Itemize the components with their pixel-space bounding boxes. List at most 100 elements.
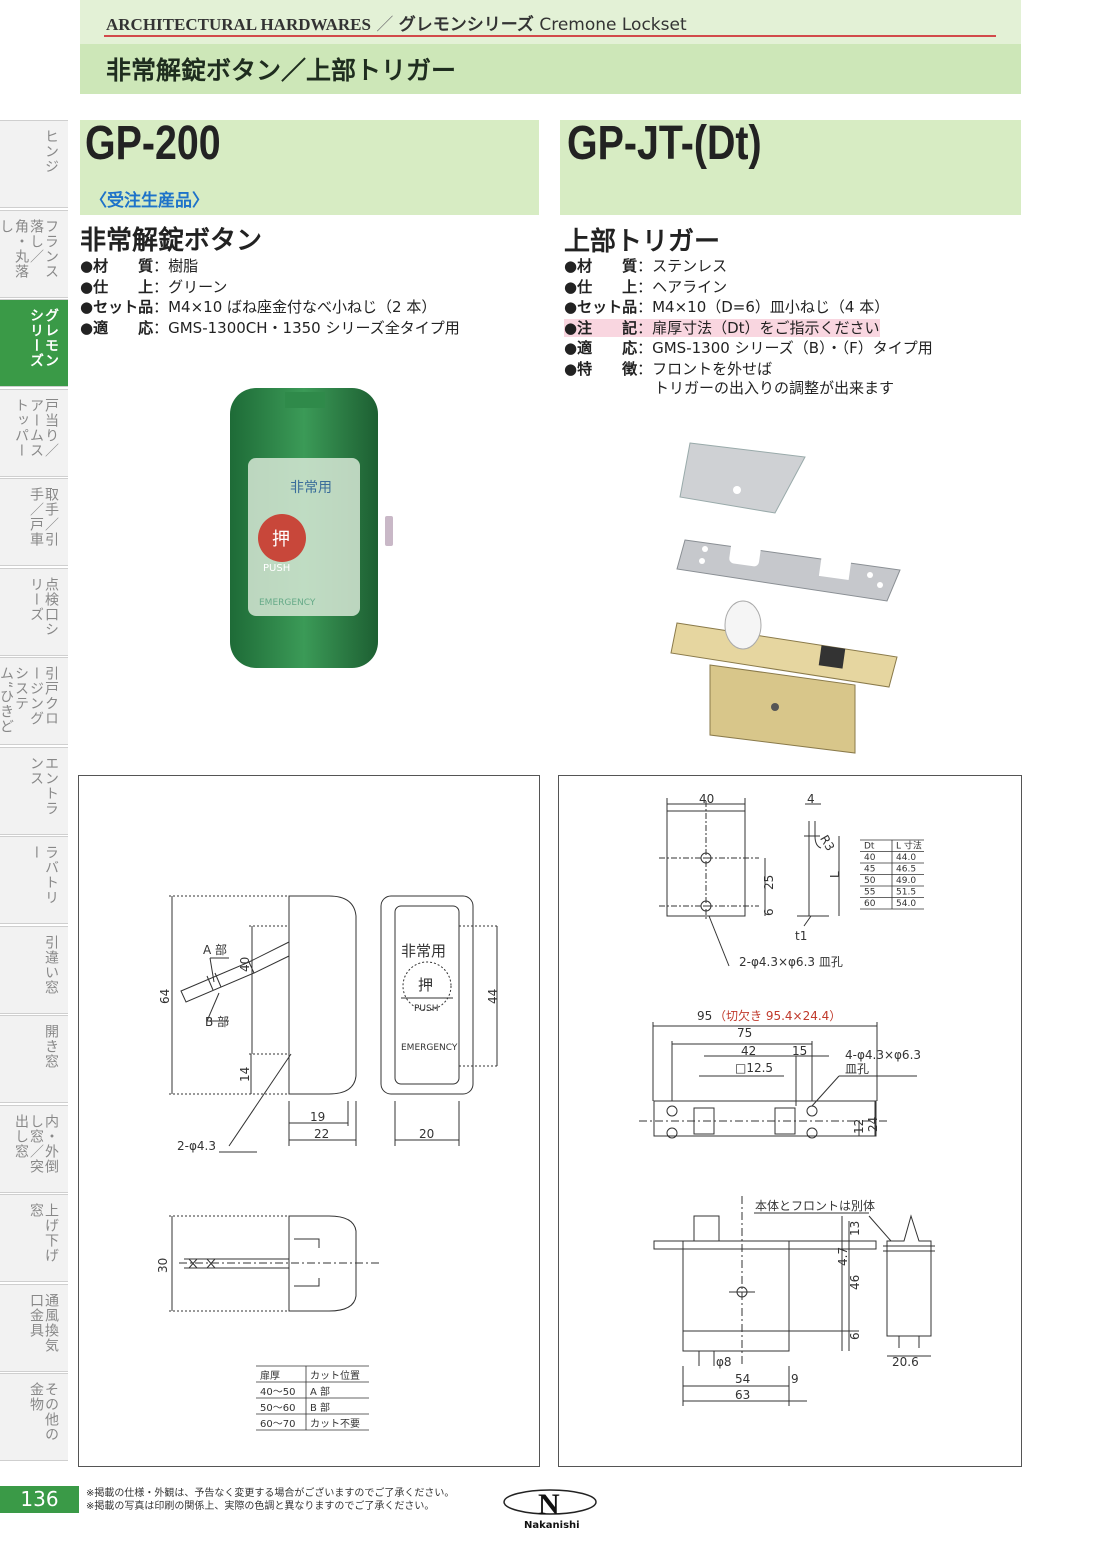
side-tab-1[interactable]: フランス落し／角・丸落し <box>0 209 68 298</box>
case-drawing <box>682 1240 790 1352</box>
side-tab-4[interactable]: 取手／引手／戸車 <box>0 478 68 566</box>
spec-row: ●材 質：ステンレス <box>564 256 933 277</box>
dim-sq: □12.5 <box>735 1061 773 1075</box>
dim-75: 75 <box>737 1026 752 1040</box>
dim-40-r: 40 <box>699 792 714 806</box>
dim-15: 15 <box>792 1044 807 1058</box>
dim-4-7: 4.7 <box>836 1247 850 1266</box>
trigger-drawing <box>886 1214 932 1337</box>
side-tab-label: 内・外倒し窓／突出し窓 <box>13 1113 59 1174</box>
side-tab-5[interactable]: 点検口シリーズ <box>0 567 68 656</box>
dim-holes2b: 皿孔 <box>845 1062 869 1076</box>
dim-25: 25 <box>762 875 776 890</box>
note-separate: 本体とフロントは別体 <box>755 1199 875 1213</box>
side-tab-6[interactable]: 引戸クロージングシステム“ひきどーる” <box>0 657 68 745</box>
spec-value: ステンレス <box>652 257 728 275</box>
page-title: 非常解錠ボタン／上部トリガー <box>106 56 457 85</box>
side-tab-label: 戸当り／アームストッパー <box>13 397 59 458</box>
table-cell: 40 <box>864 853 876 863</box>
photo-btn-push: PUSH <box>263 563 290 574</box>
table-cell: カット位置 <box>310 1369 360 1382</box>
spec-key: ●材 質 <box>80 257 154 275</box>
front-plate-icon <box>676 539 901 602</box>
dim-30: 30 <box>156 1258 170 1273</box>
table-cell: 扉厚 <box>260 1369 280 1382</box>
side-tab-12[interactable]: 上げ下げ窓 <box>0 1194 68 1282</box>
side-tab-2[interactable]: グレモンシリーズ <box>0 299 68 387</box>
top-notch <box>285 392 325 408</box>
dim-46: 46 <box>848 1275 862 1290</box>
side-tab-13[interactable]: 通風換気口金具 <box>0 1283 68 1372</box>
table-cell: 60～70 <box>260 1419 295 1430</box>
side-tab-8[interactable]: ラバトリー <box>0 836 68 924</box>
right-specs: ●材 質：ステンレス●仕 上：ヘアライン●セット品：M4×10（D=6）皿小ねじ… <box>564 256 933 379</box>
spec-key: ●仕 上 <box>564 277 638 296</box>
label-a-part: A 部 <box>203 942 227 957</box>
header-rule <box>104 35 996 37</box>
gpjt-photo <box>670 442 901 754</box>
table-cell: 49.0 <box>896 876 916 886</box>
dim-20: 20 <box>419 1127 434 1141</box>
breadcrumb-series-en: ARCHITECTURAL HARDWARES <box>106 15 371 34</box>
table-cell: 54.0 <box>896 899 916 909</box>
table-cell: 45 <box>864 865 875 875</box>
side-tab-label: 開き窓 <box>43 1024 59 1069</box>
spec-key: ●仕 上 <box>80 277 154 296</box>
table-cell: Dt <box>864 842 875 852</box>
label-b-part: B 部 <box>205 1014 229 1029</box>
dim-6: 6 <box>762 908 776 916</box>
spec-row: ●材 質：樹脂 <box>80 256 460 277</box>
dim-phi8: φ8 <box>716 1355 732 1369</box>
dim-4-r: 4 <box>807 792 815 806</box>
side-tab-3[interactable]: 戸当り／アームストッパー <box>0 388 68 477</box>
case-icon <box>709 664 856 754</box>
side-tab-9[interactable]: 引違い窓 <box>0 925 68 1014</box>
table-cell: カット不要 <box>310 1418 360 1430</box>
dim-24: 24 <box>866 1117 880 1132</box>
title-band <box>80 44 1021 94</box>
front-label-osu: 押 <box>418 976 433 994</box>
photo-btn-char: 押 <box>272 529 290 550</box>
spec-key: ●適 応 <box>80 318 154 337</box>
side-tab-0[interactable]: ヒンジ <box>0 120 68 208</box>
front-plate-mount-icon <box>670 622 898 688</box>
side-tab-11[interactable]: 内・外倒し窓／突出し窓 <box>0 1104 68 1193</box>
side-tab-7[interactable]: エントランス <box>0 746 68 835</box>
spec-value: グリーン <box>168 277 228 296</box>
side-tab-label: ラバトリー <box>28 845 59 905</box>
spec-row: ●特 徴：フロントを外せば <box>564 359 933 380</box>
page-number: 136 <box>0 1486 79 1513</box>
dim-13: 13 <box>848 1221 862 1236</box>
right-model-name: GP-JT-(Dt) <box>567 117 762 170</box>
side-tab-label: 通風換気口金具 <box>28 1292 59 1353</box>
dim-9: 9 <box>791 1372 799 1386</box>
nakanishi-logo: N Nakanishi <box>503 1488 597 1531</box>
table-cell: L 寸法 <box>896 840 922 852</box>
side-tab-label: エントランス <box>28 755 59 816</box>
trigger-icon <box>724 600 762 650</box>
side-tab-10[interactable]: 開き窓 <box>0 1015 68 1103</box>
table-cell: B 部 <box>310 1401 330 1414</box>
table-cell: 51.5 <box>896 888 916 898</box>
spec-colon: ： <box>637 359 653 378</box>
spec-row: ●注 記：扉厚寸法（Dt）をご指示ください <box>564 318 933 339</box>
spec-key: ●適 応 <box>564 339 638 357</box>
dim-63: 63 <box>735 1388 750 1402</box>
gp200-drawing-box: 64 40 14 19 22 20 44 30 2-φ4.3 A 部 B 部 非… <box>78 775 540 1467</box>
dim-r3: R3 <box>817 833 837 854</box>
spec-value: GMS-1300CH・1350 シリーズ全タイプ用 <box>168 318 460 337</box>
spec-colon: ： <box>153 298 169 316</box>
spec-colon: ： <box>153 277 169 296</box>
table-cell: 46.5 <box>896 865 916 875</box>
spec-key: ●注 記 <box>564 318 638 337</box>
dim-cut: （切欠き 95.4×24.4） <box>714 1008 841 1023</box>
gpjt-drawing-box: 40 4 R3 25 6 L t1 2-φ4.3×φ6.3 皿孔 95 （切欠き… <box>558 775 1022 1467</box>
side-tab-14[interactable]: その他の金物 <box>0 1373 68 1461</box>
spec-colon: ： <box>637 277 653 296</box>
spec-colon: ： <box>637 339 653 357</box>
dim-54: 54 <box>735 1372 750 1386</box>
right-model-header: GP-JT-(Dt) <box>560 117 1021 215</box>
front-label-emergency: EMERGENCY <box>401 1043 458 1053</box>
spec-row: ●仕 上：ヘアライン <box>564 277 933 298</box>
